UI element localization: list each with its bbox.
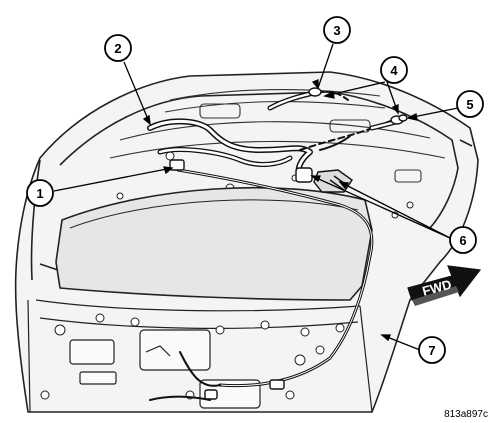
callout-1: 1 [26,179,54,207]
washer-motor-connector [169,159,185,171]
callout-4: 4 [380,56,408,84]
center-connector [295,167,313,183]
upper-harness [147,89,401,181]
lower-panel-holes [40,313,345,400]
end-connector [398,114,408,122]
fwd-arrow-icon [407,265,482,301]
lower-inner-panel [27,299,373,413]
wiring-harness [149,168,374,401]
grommet-left [308,87,322,97]
callout-7: 7 [418,336,446,364]
callout-5: 5 [456,90,484,118]
figure-reference-id: 813a897c [444,409,488,420]
svg-text:4: 4 [390,63,398,78]
svg-text:6: 6 [459,233,466,248]
svg-text:1: 1 [36,186,43,201]
svg-text:7: 7 [428,343,435,358]
svg-text:2: 2 [114,41,121,56]
callout-2: 2 [104,34,132,62]
callout-3: 3 [323,16,351,44]
glass-opening [39,186,373,301]
svg-text:5: 5 [466,97,473,112]
upper-panel-ribs [109,89,446,183]
fwd-direction-arrow: FWD [407,265,482,306]
callout-6: 6 [449,226,477,254]
connectors [169,87,408,400]
lower-left-connector [204,389,218,400]
svg-text:3: 3 [333,23,340,38]
lower-connector [269,379,285,390]
svg-text:FWD: FWD [421,277,453,299]
wiper-motor [313,169,353,193]
leader-lines [53,43,459,351]
